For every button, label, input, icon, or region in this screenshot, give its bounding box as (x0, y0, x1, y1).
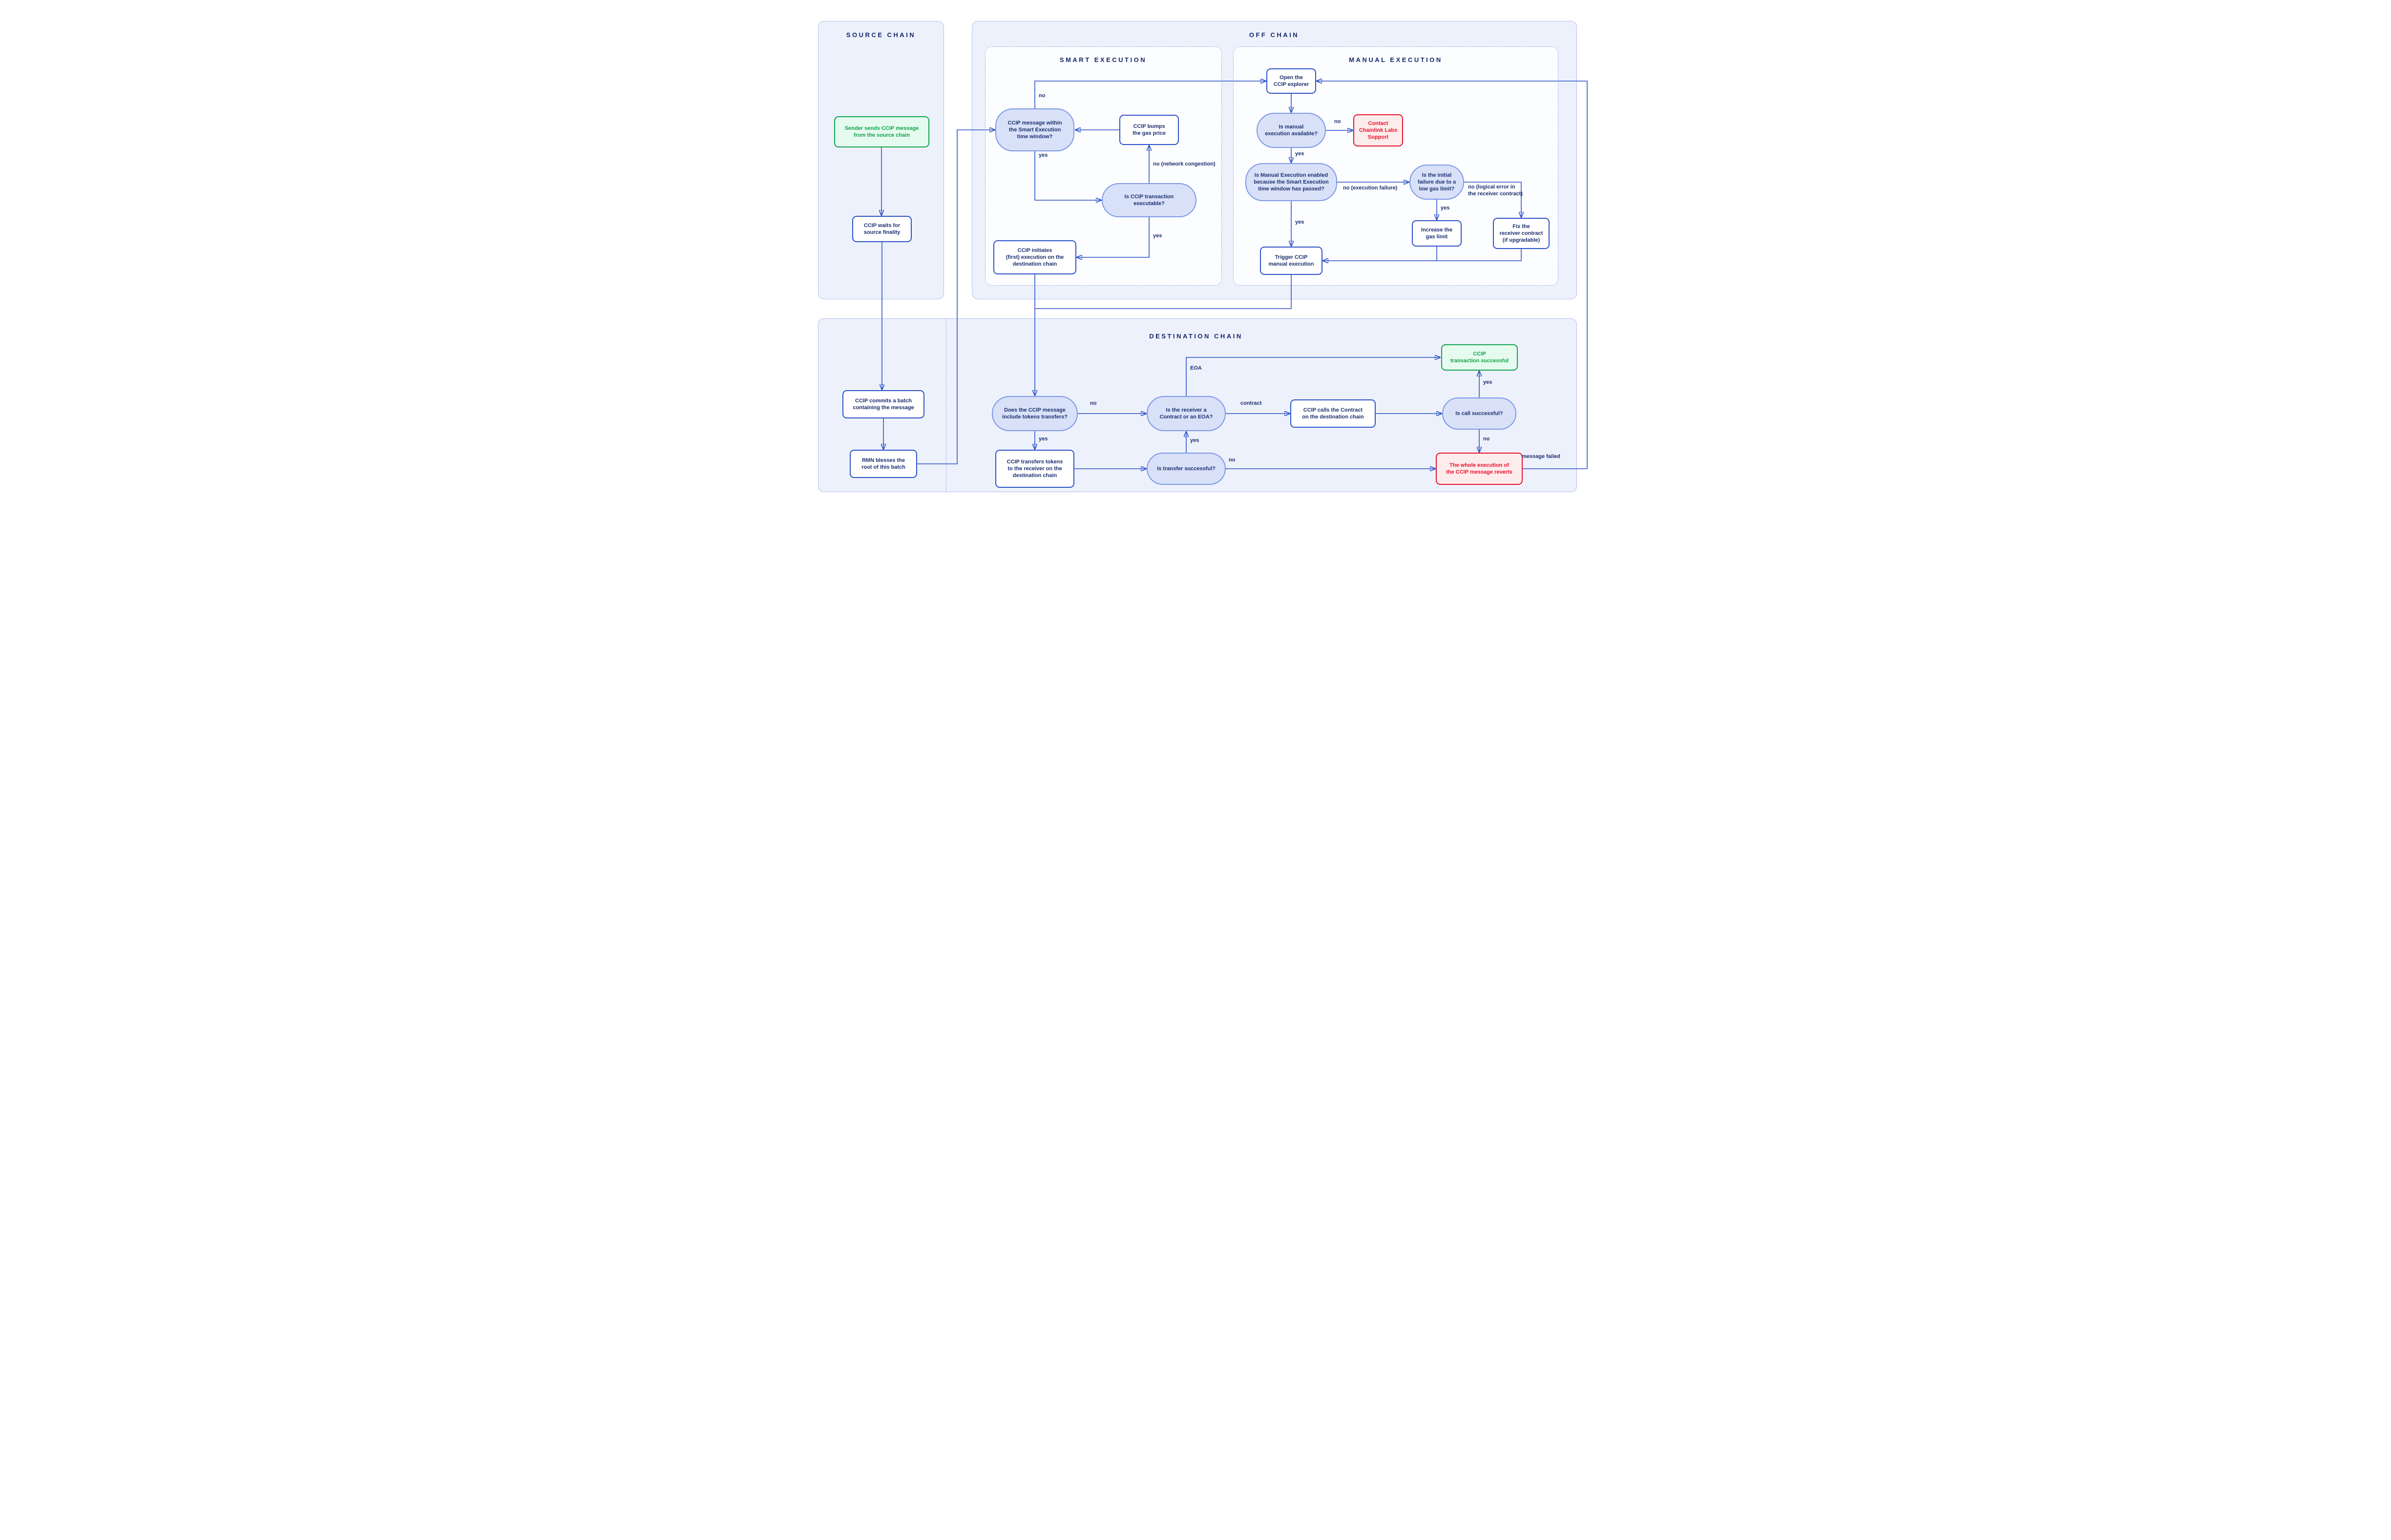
edge-window-no-to-explorer (1034, 81, 1265, 108)
node-receiver-contract-or-eoa: Is the receiver a Contract or an EOA? (1147, 396, 1226, 431)
label-yes-transfer: yes (1190, 437, 1199, 443)
node-sender-sends-message: Sender sends CCIP message from the sourc… (834, 116, 929, 147)
node-calls-contract: CCIP calls the Contract on the destinati… (1290, 399, 1376, 428)
edges-layer (797, 0, 1588, 514)
node-transfer-successful: Is transfer successful? (1147, 453, 1226, 485)
edge-fix-to-trigger (1323, 249, 1522, 261)
edge-trigger-to-destination-join (1035, 275, 1292, 309)
node-increase-gas-limit: Increase the gas limit (1412, 220, 1462, 247)
source-chain-container (818, 21, 944, 299)
label-no-tokens: no (1090, 400, 1097, 406)
edge-executable-yes-to-initiates (1077, 217, 1150, 257)
label-yes-enabled: yes (1295, 219, 1304, 225)
edge-receiver-eoa-to-success (1186, 357, 1440, 396)
node-within-time-window: CCIP message within the Smart Execution … (995, 108, 1074, 151)
node-execution-reverts: The whole execution of the CCIP message … (1436, 453, 1523, 485)
smart-execution-title: SMART EXECUTION (1059, 56, 1147, 63)
node-trigger-manual-execution: Trigger CCIP manual execution (1260, 247, 1322, 275)
label-yes-window: yes (1039, 152, 1048, 158)
label-yes-lowgas: yes (1441, 205, 1450, 211)
node-contact-chainlink-support: Contact Chainlink Labs Support (1353, 114, 1403, 146)
node-open-ccip-explorer: Open the CCIP explorer (1266, 68, 1316, 94)
label-eoa: EOA (1190, 365, 1202, 371)
source-chain-title: SOURCE CHAIN (846, 31, 916, 39)
edge-rmn-to-smart-window (917, 130, 994, 464)
node-bumps-gas-price: CCIP bumps the gas price (1119, 115, 1179, 145)
destination-chain-title: DESTINATION CHAIN (1149, 333, 1243, 340)
node-includes-token-transfers: Does the CCIP message include tokens tra… (992, 396, 1078, 431)
edge-reverts-message-failed-to-explorer (1317, 81, 1588, 469)
label-yes-available: yes (1295, 151, 1304, 157)
node-transaction-successful: CCIP transaction successful (1441, 344, 1518, 371)
node-low-gas-limit: Is the initial failure due to a low gas … (1409, 165, 1464, 200)
node-fix-receiver-contract: Fix the receiver contract (if upgradable… (1493, 218, 1550, 249)
node-waits-source-finality: CCIP waits for source finality (852, 216, 912, 242)
label-no-network-congestion: no (network congestion) (1153, 161, 1216, 167)
node-manual-execution-enabled: Is Manual Execution enabled because the … (1245, 163, 1337, 201)
edge-window-yes-to-executable (1034, 151, 1101, 200)
label-no-transfer: no (1229, 457, 1236, 463)
manual-execution-title: MANUAL EXECUTION (1349, 56, 1443, 63)
label-contract: contract (1240, 400, 1262, 406)
edge-lowgas-no-to-fix (1464, 182, 1521, 217)
label-yes-tokens: yes (1039, 436, 1048, 442)
label-yes-call: yes (1483, 379, 1492, 385)
label-no-available: no (1334, 119, 1341, 125)
node-initiates-execution: CCIP initiates (first) execution on the … (993, 240, 1076, 274)
off-chain-title: OFF CHAIN (1249, 31, 1300, 39)
flow-canvas: SOURCE CHAIN OFF CHAIN SMART EXECUTION M… (797, 0, 1594, 514)
label-no-call: no (1483, 436, 1490, 442)
label-yes-executable: yes (1153, 233, 1162, 239)
node-transfers-tokens: CCIP transfers tokens to the receiver on… (995, 450, 1074, 488)
label-no-logical-error: no (logical error in the receiver contra… (1468, 184, 1523, 197)
node-commits-batch: CCIP commits a batch containing the mess… (842, 390, 924, 418)
label-no-window: no (1039, 93, 1046, 99)
label-no-execution-failure: no (execution failure) (1343, 185, 1398, 191)
node-rmn-blesses: RMN blesses the root of this batch (850, 450, 917, 478)
node-call-successful: Is call successful? (1442, 397, 1516, 430)
node-manual-execution-available: Is manual execution available? (1257, 113, 1326, 148)
label-message-failed: message failed (1522, 454, 1560, 459)
node-transaction-executable: Is CCIP transaction executable? (1102, 183, 1196, 217)
